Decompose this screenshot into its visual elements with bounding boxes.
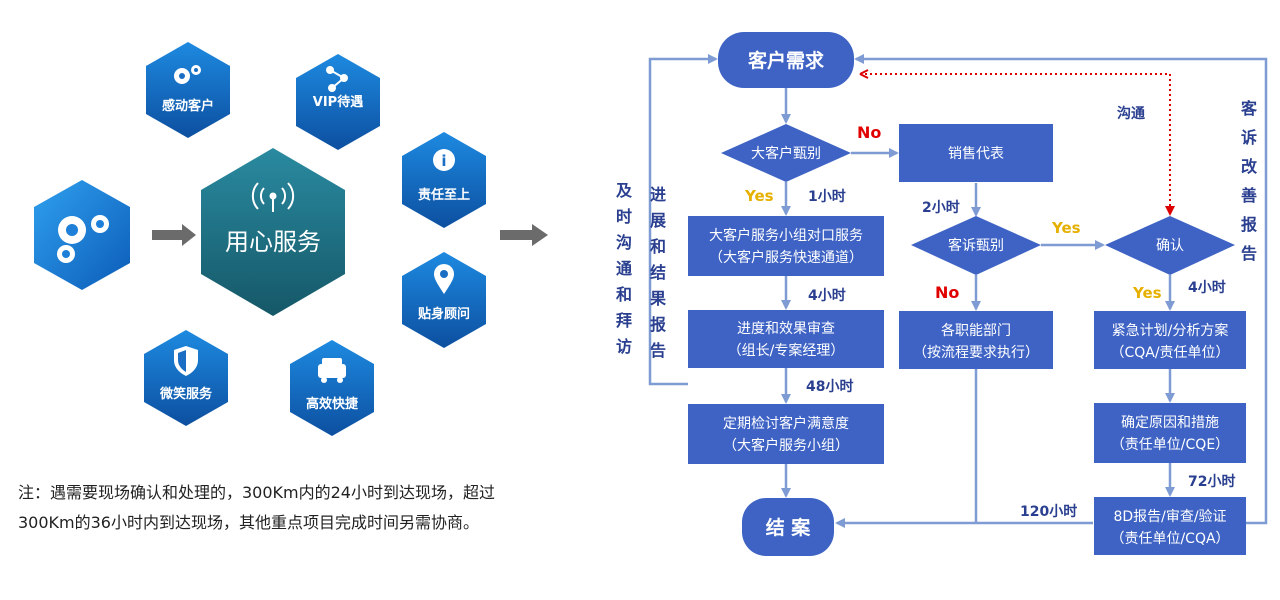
label-48h: 48小时 — [806, 378, 853, 395]
box-cause-measures: 确定原因和措施 （责任单位/CQE） — [1094, 403, 1246, 463]
end-node: 结 案 — [742, 498, 834, 556]
location-pin-icon — [434, 264, 454, 294]
start-label: 客户需求 — [748, 49, 825, 72]
vertical-label-complaint-report: 客诉改善报告 — [1241, 99, 1258, 263]
label-1h: 1小时 — [808, 188, 846, 205]
info-icon: i — [433, 149, 455, 171]
decision-complaint: 客诉甄别 — [911, 216, 1041, 275]
gears-icon — [174, 65, 201, 84]
arrow-left — [152, 224, 196, 246]
vertical-label-timely-visit: 及时沟通和拜访 — [616, 181, 633, 356]
share-nodes-icon — [326, 66, 348, 92]
svg-text:i: i — [441, 152, 446, 170]
hexagon-label: 感动客户 — [162, 98, 214, 114]
hexagon-responsibility: i 责任至上 — [402, 132, 486, 228]
antenna-icon — [251, 182, 295, 212]
box-line: 定期检讨客户满意度 — [723, 415, 849, 432]
box-line: （大客户服务小组） — [723, 437, 849, 454]
box-sales-rep: 销售代表 — [899, 124, 1053, 182]
box-8d-report: 8D报告/审查/验证 （责任单位/CQA） — [1094, 497, 1246, 555]
gears-icon — [57, 215, 109, 263]
box-line: （组长/专案经理） — [728, 342, 845, 359]
vertical-label-progress-report: 进展和结果报告 — [649, 185, 667, 360]
hexagon-vip-treatment: VIP待遇 — [296, 54, 380, 150]
box-line: （大客户服务快速通道） — [709, 249, 863, 266]
box-line: （CQA/责任单位） — [1110, 345, 1229, 361]
label-no-1: No — [857, 123, 881, 142]
label-no-2: No — [935, 283, 959, 302]
box-line: （责任单位/CQA） — [1110, 531, 1229, 547]
decision-confirm: 确认 — [1105, 216, 1235, 275]
label-2h: 2小时 — [922, 199, 960, 216]
decision-label: 确认 — [1156, 238, 1184, 254]
hexagon-label: 高效快捷 — [306, 396, 359, 412]
label-yes-3: Yes — [1132, 284, 1162, 302]
box-line: 确定原因和措施 — [1121, 415, 1219, 431]
label-communicate: 沟通 — [1117, 105, 1145, 122]
label-120h: 120小时 — [1020, 503, 1077, 520]
hexagon-label: 贴身顾问 — [418, 306, 470, 322]
box-line: 8D报告/审查/验证 — [1113, 509, 1226, 525]
box-line: 销售代表 — [948, 146, 1004, 162]
box-line: 进度和效果审查 — [737, 321, 835, 337]
box-emergency-plan: 紧急计划/分析方案 （CQA/责任单位） — [1094, 311, 1246, 369]
start-node: 客户需求 — [718, 32, 854, 88]
decision-label: 客诉甄别 — [948, 237, 1004, 254]
connectors — [648, 54, 1268, 528]
box-line: 大客户服务小组对口服务 — [709, 227, 863, 244]
shield-icon — [174, 346, 198, 376]
arrow-right — [500, 224, 548, 246]
service-hexagon-diagram: 用心服务 感动客户 VIP待遇 i 责任至上 贴身顾问 — [34, 42, 548, 436]
label-yes-2: Yes — [1051, 219, 1081, 237]
hexagon-moving-customers: 感动客户 — [146, 42, 230, 138]
label-4h-left: 4小时 — [808, 287, 846, 304]
decision-label: 大客户甄别 — [751, 145, 821, 162]
vertical-label-text: 客诉改善报告 — [1241, 99, 1258, 263]
car-icon — [318, 358, 346, 383]
decision-key-customer: 大客户甄别 — [721, 124, 851, 182]
box-line: 各职能部门 — [941, 323, 1011, 339]
end-label: 结 案 — [766, 516, 812, 539]
hexagon-label: 微笑服务 — [159, 386, 213, 402]
hexagon-label: VIP待遇 — [313, 94, 363, 110]
box-service-team: 大客户服务小组对口服务 （大客户服务快速通道） — [688, 216, 884, 276]
box-satisfaction-review: 定期检讨客户满意度 （大客户服务小组） — [688, 404, 884, 464]
label-yes-1: Yes — [744, 187, 774, 205]
center-hexagon: 用心服务 — [201, 148, 345, 316]
source-hexagon — [34, 180, 130, 290]
service-flowchart: 客户需求 结 案 大客户甄别 客诉甄别 确认 大客户服务小组对口服务 （大客户服… — [616, 32, 1268, 556]
box-departments: 各职能部门 （按流程要求执行） — [899, 311, 1053, 369]
note-text: 注：遇需要现场确认和处理的，300Km内的24小时到达现场，超过300Km的36… — [18, 483, 495, 532]
vertical-label-text: 进展和结果报告 — [649, 185, 667, 360]
box-line: （责任单位/CQE） — [1111, 437, 1229, 453]
box-line: （按流程要求执行） — [913, 345, 1039, 361]
label-4h-right: 4小时 — [1188, 279, 1226, 296]
hexagon-smile-service: 微笑服务 — [144, 330, 228, 426]
center-label: 用心服务 — [225, 228, 321, 256]
vertical-label-text: 及时沟通和拜访 — [616, 181, 633, 356]
box-progress-review: 进度和效果审查 （组长/专案经理） — [688, 310, 884, 368]
hexagon-personal-consultant: 贴身顾问 — [402, 252, 486, 348]
hexagon-efficient: 高效快捷 — [290, 340, 374, 436]
hexagon-label: 责任至上 — [418, 187, 470, 203]
label-72h: 72小时 — [1188, 473, 1235, 490]
box-line: 紧急计划/分析方案 — [1112, 322, 1229, 339]
